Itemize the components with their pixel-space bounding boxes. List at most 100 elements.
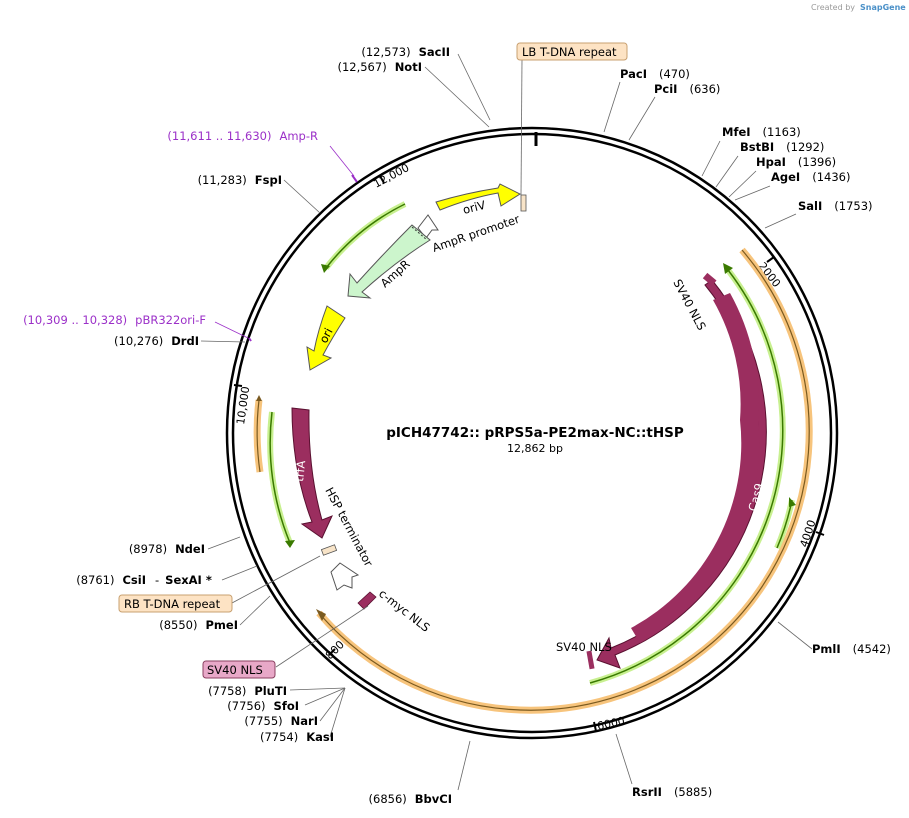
backbone-inner-circle <box>231 132 833 734</box>
sv40-nls-box-text: SV40 NLS <box>207 663 263 677</box>
pmli-leader <box>777 621 813 650</box>
rb-repeat-text: RB T-DNA repeat <box>124 597 221 611</box>
noti-leader <box>424 66 490 128</box>
green-arc-small-arrowhead <box>789 497 796 507</box>
csii-leader <box>221 565 258 581</box>
cas9-body-upper <box>713 293 759 420</box>
plasmid-name: pICH47742:: pRPS5a-PE2max-NC::tHSP <box>386 425 684 441</box>
sacii-leader <box>457 53 491 121</box>
lb-repeat-mark <box>520 194 527 212</box>
pmei-leader <box>239 595 271 626</box>
enzyme-ndei: (8978)NdeI <box>129 542 205 556</box>
orange-arc-arrowhead <box>316 609 326 621</box>
cmyc-nls-mark <box>357 591 377 610</box>
cas9-body-lower <box>631 420 760 643</box>
green-arc-top-left-arrowhead <box>321 264 330 273</box>
rb-repeat-box <box>118 594 233 613</box>
rsrii-leader <box>615 733 633 785</box>
pluti-leader <box>289 687 346 691</box>
ndei-leader <box>207 536 241 550</box>
sv40-nls-top-label: SV40 NLS <box>670 277 709 333</box>
enzyme-leader-lines <box>200 53 813 791</box>
pcii-leader <box>628 96 656 141</box>
enzyme-drdi: (10,276)DrdI <box>114 334 199 348</box>
lb-repeat-leader <box>520 59 523 196</box>
enzyme-sexai: -SexAI * <box>155 573 212 587</box>
hsp-terminator-label: HSP terminator <box>322 485 376 569</box>
ori-arrow <box>306 305 346 371</box>
enzyme-pmli: PmlI(4542) <box>812 642 891 656</box>
primer-pbr322ori-f: (10,309 .. 10,328)pBR322ori-F <box>23 313 206 327</box>
amp-r-primer-leader <box>329 145 355 177</box>
sali-leader <box>764 213 797 229</box>
enzyme-hpai: HpaI(1396) <box>756 155 836 169</box>
orange-arc-left-arrowhead <box>256 395 262 401</box>
snapgene-logo: SnapGene <box>860 3 906 12</box>
sv40-nls-boxed-label: SV40 NLS <box>202 660 276 679</box>
enzyme-noti: (12,567)NotI <box>337 60 422 74</box>
tick-6000: 6000 <box>596 714 626 733</box>
rb-repeat-leader <box>231 555 321 604</box>
enzyme-pcii: PciI(636) <box>654 82 720 96</box>
tick-4000-mark <box>815 531 825 536</box>
enzyme-fspi: (11,283)FspI <box>198 173 282 187</box>
rb-repeat-mark <box>320 544 338 556</box>
enzyme-kasi: (7754)KasI <box>260 730 334 744</box>
pbr322ori-f-primer-leader <box>214 321 249 339</box>
amp-r-primer-mark <box>351 174 358 183</box>
ori-label: ori <box>316 326 335 346</box>
hsp-terminator-arrow <box>330 562 360 591</box>
lb-repeat-text: LB T-DNA repeat <box>522 45 617 59</box>
bbvci-leader <box>457 740 471 791</box>
tick-marks <box>233 175 825 732</box>
green-orf-arc-left-glow <box>267 411 293 545</box>
oriv-label: oriV <box>461 198 487 217</box>
green-arc-left-arrowhead <box>285 540 295 548</box>
paci-leader <box>603 81 621 133</box>
enzyme-sali: SalI(1753) <box>798 199 873 213</box>
ampr-dashed-boundary <box>411 226 428 241</box>
plasmid-length: 12,862 bp <box>507 442 563 455</box>
lb-repeat-label: LB T-DNA repeat <box>516 42 628 61</box>
orange-feature-arc-right-line <box>318 249 810 711</box>
drdi-leader <box>200 340 246 343</box>
fspi-leader <box>283 179 321 214</box>
enzyme-mfei: MfeI(1163) <box>722 125 801 139</box>
lb-repeat-box <box>516 42 628 61</box>
enzyme-csii: (8761)CsiI <box>76 573 146 587</box>
ampr-arrow <box>347 224 431 299</box>
green-orf-arc-left <box>269 411 291 544</box>
kasi-leader <box>329 687 346 738</box>
pbr322ori-f-primer-mark <box>248 337 252 342</box>
green-orf-arc-right <box>589 269 784 684</box>
sv40-nls-top-mark <box>702 272 717 286</box>
tick-12000-mark <box>379 175 385 184</box>
enzyme-agei: AgeI(1436) <box>771 170 850 184</box>
green-orf-arc-small <box>776 499 793 549</box>
tick-6000-mark <box>593 721 597 732</box>
mfei-leader <box>701 140 721 177</box>
enzyme-bstbi: BstBI(1292) <box>740 140 824 154</box>
enzyme-bbvci: (6856)BbvCI <box>369 792 452 806</box>
agei-leader <box>734 185 771 201</box>
ampr-promoter-label: AmpR promoter <box>430 212 521 255</box>
orange-feature-arc-left-line <box>256 399 261 473</box>
green-arc-right-arrowhead <box>723 263 733 274</box>
hpai-leader <box>728 170 757 198</box>
rb-repeat-label: RB T-DNA repeat <box>118 594 233 613</box>
sfoi-leader <box>304 687 346 706</box>
trfa-arrow <box>291 407 333 539</box>
enzyme-sfoi: (7756)SfoI <box>227 699 299 713</box>
green-orf-arc-top-left <box>325 203 406 269</box>
tick-10000-mark <box>233 384 243 387</box>
sv40-nls-bottom-label: SV40 NLS <box>556 640 612 654</box>
tick-2000-mark <box>766 256 775 263</box>
nari-leader <box>319 687 346 722</box>
enzyme-nari: (7755)NarI <box>244 714 318 728</box>
enzyme-sacii: (12,573)SacII <box>361 45 450 59</box>
enzyme-pluti: (7758)PluTI <box>208 684 287 698</box>
trfa-label: trfA <box>292 460 308 483</box>
oriv-arrow <box>435 183 522 211</box>
sv40-nls-bottom-mark <box>586 650 595 670</box>
